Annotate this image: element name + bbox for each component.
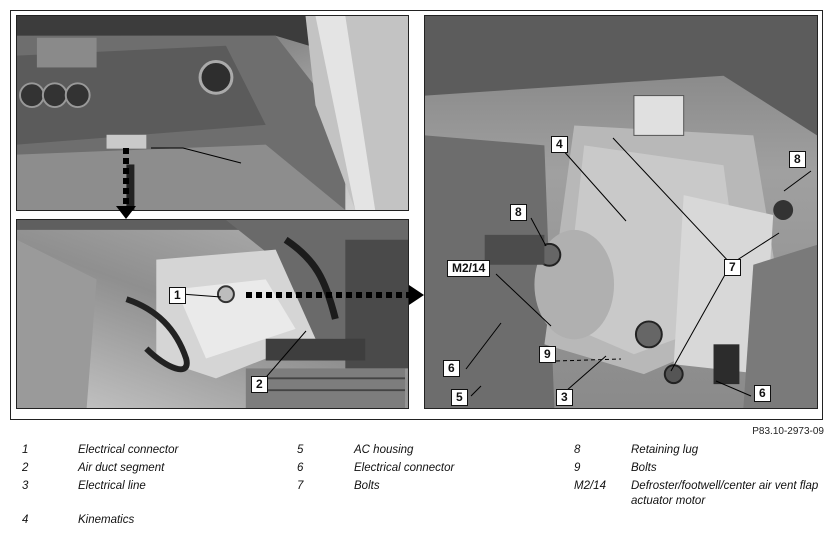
dashboard-drawing [17, 16, 408, 210]
callout-4: 4 [551, 136, 568, 153]
illustration-figure: 1 2 3 4 5 6 6 7 8 8 9 M2/14 [10, 10, 823, 420]
callout-3: 3 [556, 389, 573, 406]
callout-5: 5 [451, 389, 468, 406]
callout-6-left: 6 [443, 360, 460, 377]
callout-6-right: 6 [754, 385, 771, 402]
callout-9: 9 [539, 346, 556, 363]
closeup-drawing [425, 16, 817, 408]
detail-drawing [17, 220, 408, 408]
callout-1: 1 [169, 287, 186, 304]
dashboard-overview-image [16, 15, 409, 211]
detail-view-image [16, 219, 409, 409]
callout-8-right: 8 [789, 151, 806, 168]
callout-8-left: 8 [510, 204, 527, 221]
component-closeup-image [424, 15, 818, 409]
callout-m2-14: M2/14 [447, 260, 491, 277]
figure-id: P83.10-2973-09 [752, 426, 824, 437]
callout-7: 7 [724, 259, 741, 276]
callout-2: 2 [251, 376, 268, 393]
